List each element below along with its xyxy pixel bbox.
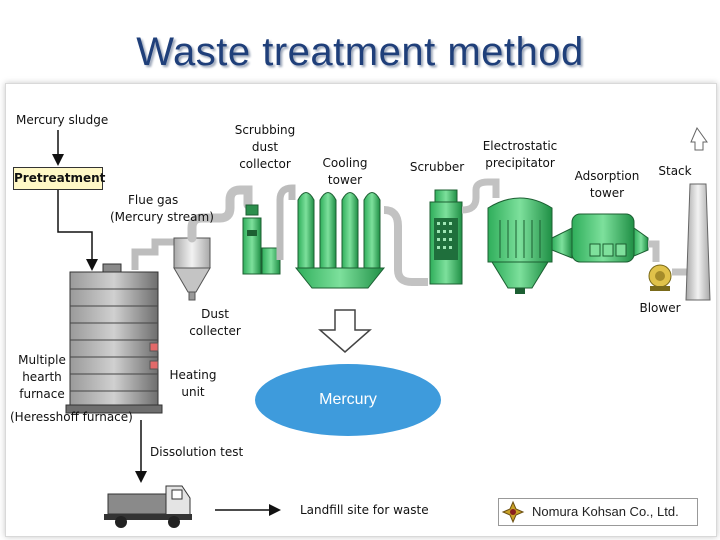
electro-line1: Electrostatic — [482, 139, 558, 153]
cooling-tower-label: Cooling tower — [318, 155, 372, 189]
company-logo-icon — [501, 500, 525, 524]
landfill-site-label: Landfill site for waste — [300, 503, 429, 517]
scrubber-label: Scrubber — [409, 160, 465, 174]
flue-gas-label: Flue gas (Mercury stream) — [110, 192, 220, 226]
blower — [648, 264, 672, 291]
flue-gas-duct — [131, 238, 178, 270]
scrubbing-line3: collector — [239, 157, 291, 171]
dust-line1: Dust — [201, 307, 229, 321]
adsorption-line2: tower — [589, 186, 625, 200]
flue-gas-line1: Flue gas — [128, 193, 179, 207]
pretreatment-box: Pretreatment — [13, 167, 105, 190]
dust-collector — [173, 237, 211, 301]
precipitator-label: Electrostatic precipitator — [476, 138, 564, 172]
multiple-hearth-furnace — [65, 263, 163, 414]
truck — [104, 485, 192, 528]
mercury-ellipse: Mercury — [255, 364, 441, 436]
adsorption-tower — [551, 213, 649, 263]
blower-label: Blower — [639, 301, 681, 315]
mercury-sludge-label: Mercury sludge — [16, 113, 109, 127]
cooling-line2: tower — [327, 173, 363, 187]
cooling-tower — [276, 184, 386, 289]
scrubbing-collector-label: Scrubbing dust collector — [232, 122, 298, 173]
slide-title: Waste treatment method — [136, 30, 584, 74]
duct-to-precipitator — [461, 178, 500, 214]
cooling-line1: Cooling — [322, 156, 368, 170]
adsorption-tower-label: Adsorption tower — [570, 168, 644, 202]
duct-to-scrubber — [383, 206, 428, 286]
dust-collecter-label: Dust collecter — [186, 306, 244, 340]
electro-line2: precipitator — [485, 156, 555, 170]
company-name: Nomura Kohsan Co., Ltd. — [532, 504, 679, 519]
duct-to-blower — [648, 240, 688, 276]
flue-gas-line2: (Mercury stream) — [110, 210, 214, 224]
scrubbing-line1: Scrubbing — [234, 123, 296, 137]
mercury-output-arrow — [318, 309, 372, 353]
furnace-line3: furnace — [19, 387, 65, 401]
scrubbing-dust-collector — [242, 204, 281, 275]
heating-unit-label: Heating unit — [166, 367, 220, 401]
dust-line2: collecter — [189, 324, 241, 338]
scrubbing-line2: dust — [251, 140, 279, 154]
furnace-line2: hearth — [22, 370, 62, 384]
furnace-label: Multiple hearth furnace — [14, 352, 70, 403]
scrubber-unit — [429, 189, 463, 285]
duct-to-scrubbing — [187, 185, 253, 243]
electrostatic-precipitator — [487, 197, 553, 294]
adsorption-line1: Adsorption — [574, 169, 640, 183]
furnace-line4: (Heresshoff furnace) — [10, 410, 133, 424]
furnace-line1: Multiple — [18, 353, 66, 367]
dissolution-test-label: Dissolution test — [150, 445, 244, 459]
stack-label: Stack — [658, 164, 692, 178]
company-badge: Nomura Kohsan Co., Ltd. — [498, 498, 698, 526]
stack — [685, 126, 711, 301]
heating-line1: Heating — [169, 368, 217, 382]
sludge-flow-arrows — [52, 130, 281, 516]
heating-line2: unit — [181, 385, 205, 399]
